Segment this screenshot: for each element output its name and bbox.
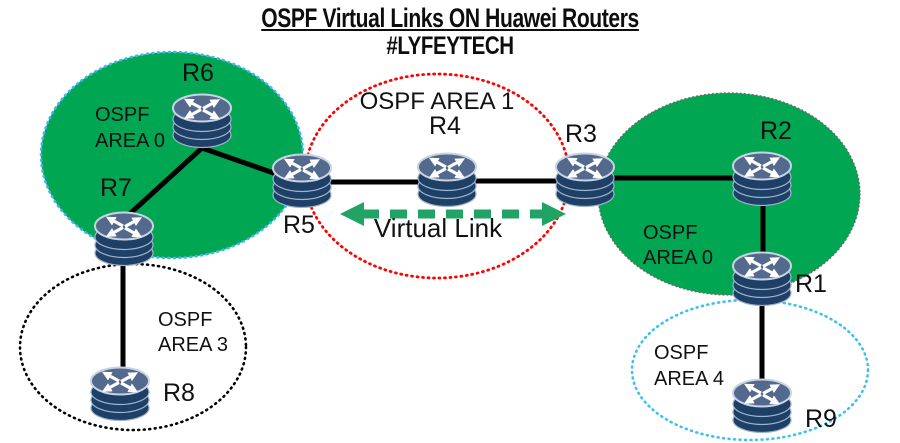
router-r9-label: R9 <box>805 405 837 433</box>
virtual-link-arrowhead-left <box>340 202 364 226</box>
ospf-area0-left-ellipse <box>39 50 305 260</box>
router-r6-icon <box>173 95 231 148</box>
router-r7-icon <box>95 213 153 266</box>
area0-right-label-line2: AREA 0 <box>643 247 713 269</box>
area4-label: OSPF AREA 4 <box>654 342 724 390</box>
router-r1-label: R1 <box>795 270 827 298</box>
area3-label-line1: OSPF <box>158 309 212 331</box>
area0-right-label: OSPF AREA 0 <box>643 222 713 269</box>
router-r5-label: R5 <box>283 211 315 239</box>
router-r4-label: R4 <box>429 112 461 140</box>
link-r6-r7 <box>121 146 204 222</box>
area0-left-label-line1: OSPF <box>95 104 149 126</box>
router-r2-label: R2 <box>760 117 792 145</box>
area0-right-label-line1: OSPF <box>643 222 697 244</box>
router-r2-icon <box>733 153 791 206</box>
router-r4-icon <box>418 154 476 207</box>
router-r5-icon <box>273 155 331 208</box>
virtual-link-arrow <box>340 202 566 226</box>
router-r7-label: R7 <box>100 174 132 202</box>
router-r8-icon <box>91 368 149 421</box>
area4-label-line2: AREA 4 <box>654 368 724 390</box>
area0-left-label-line2: AREA 0 <box>95 130 165 152</box>
router-r3-label: R3 <box>565 120 597 148</box>
router-r9-icon <box>733 380 791 433</box>
router-r3-icon <box>556 154 614 207</box>
router-r6-label: R6 <box>182 59 214 87</box>
area3-label-line2: AREA 3 <box>158 334 228 356</box>
area3-label: OSPF AREA 3 <box>158 309 228 356</box>
link-r6-r5 <box>201 145 286 180</box>
router-r1-icon <box>733 253 791 306</box>
area1-label: OSPF AREA 1 <box>360 88 515 115</box>
virtual-link-label: Virtual Link <box>374 213 503 243</box>
area4-label-line1: OSPF <box>654 342 708 364</box>
router-r8-label: R8 <box>163 379 195 407</box>
area0-left-label: OSPF AREA 0 <box>95 104 165 152</box>
virtual-link-arrowhead-right <box>542 202 566 226</box>
ospf-area0-right-ellipse <box>597 92 861 296</box>
